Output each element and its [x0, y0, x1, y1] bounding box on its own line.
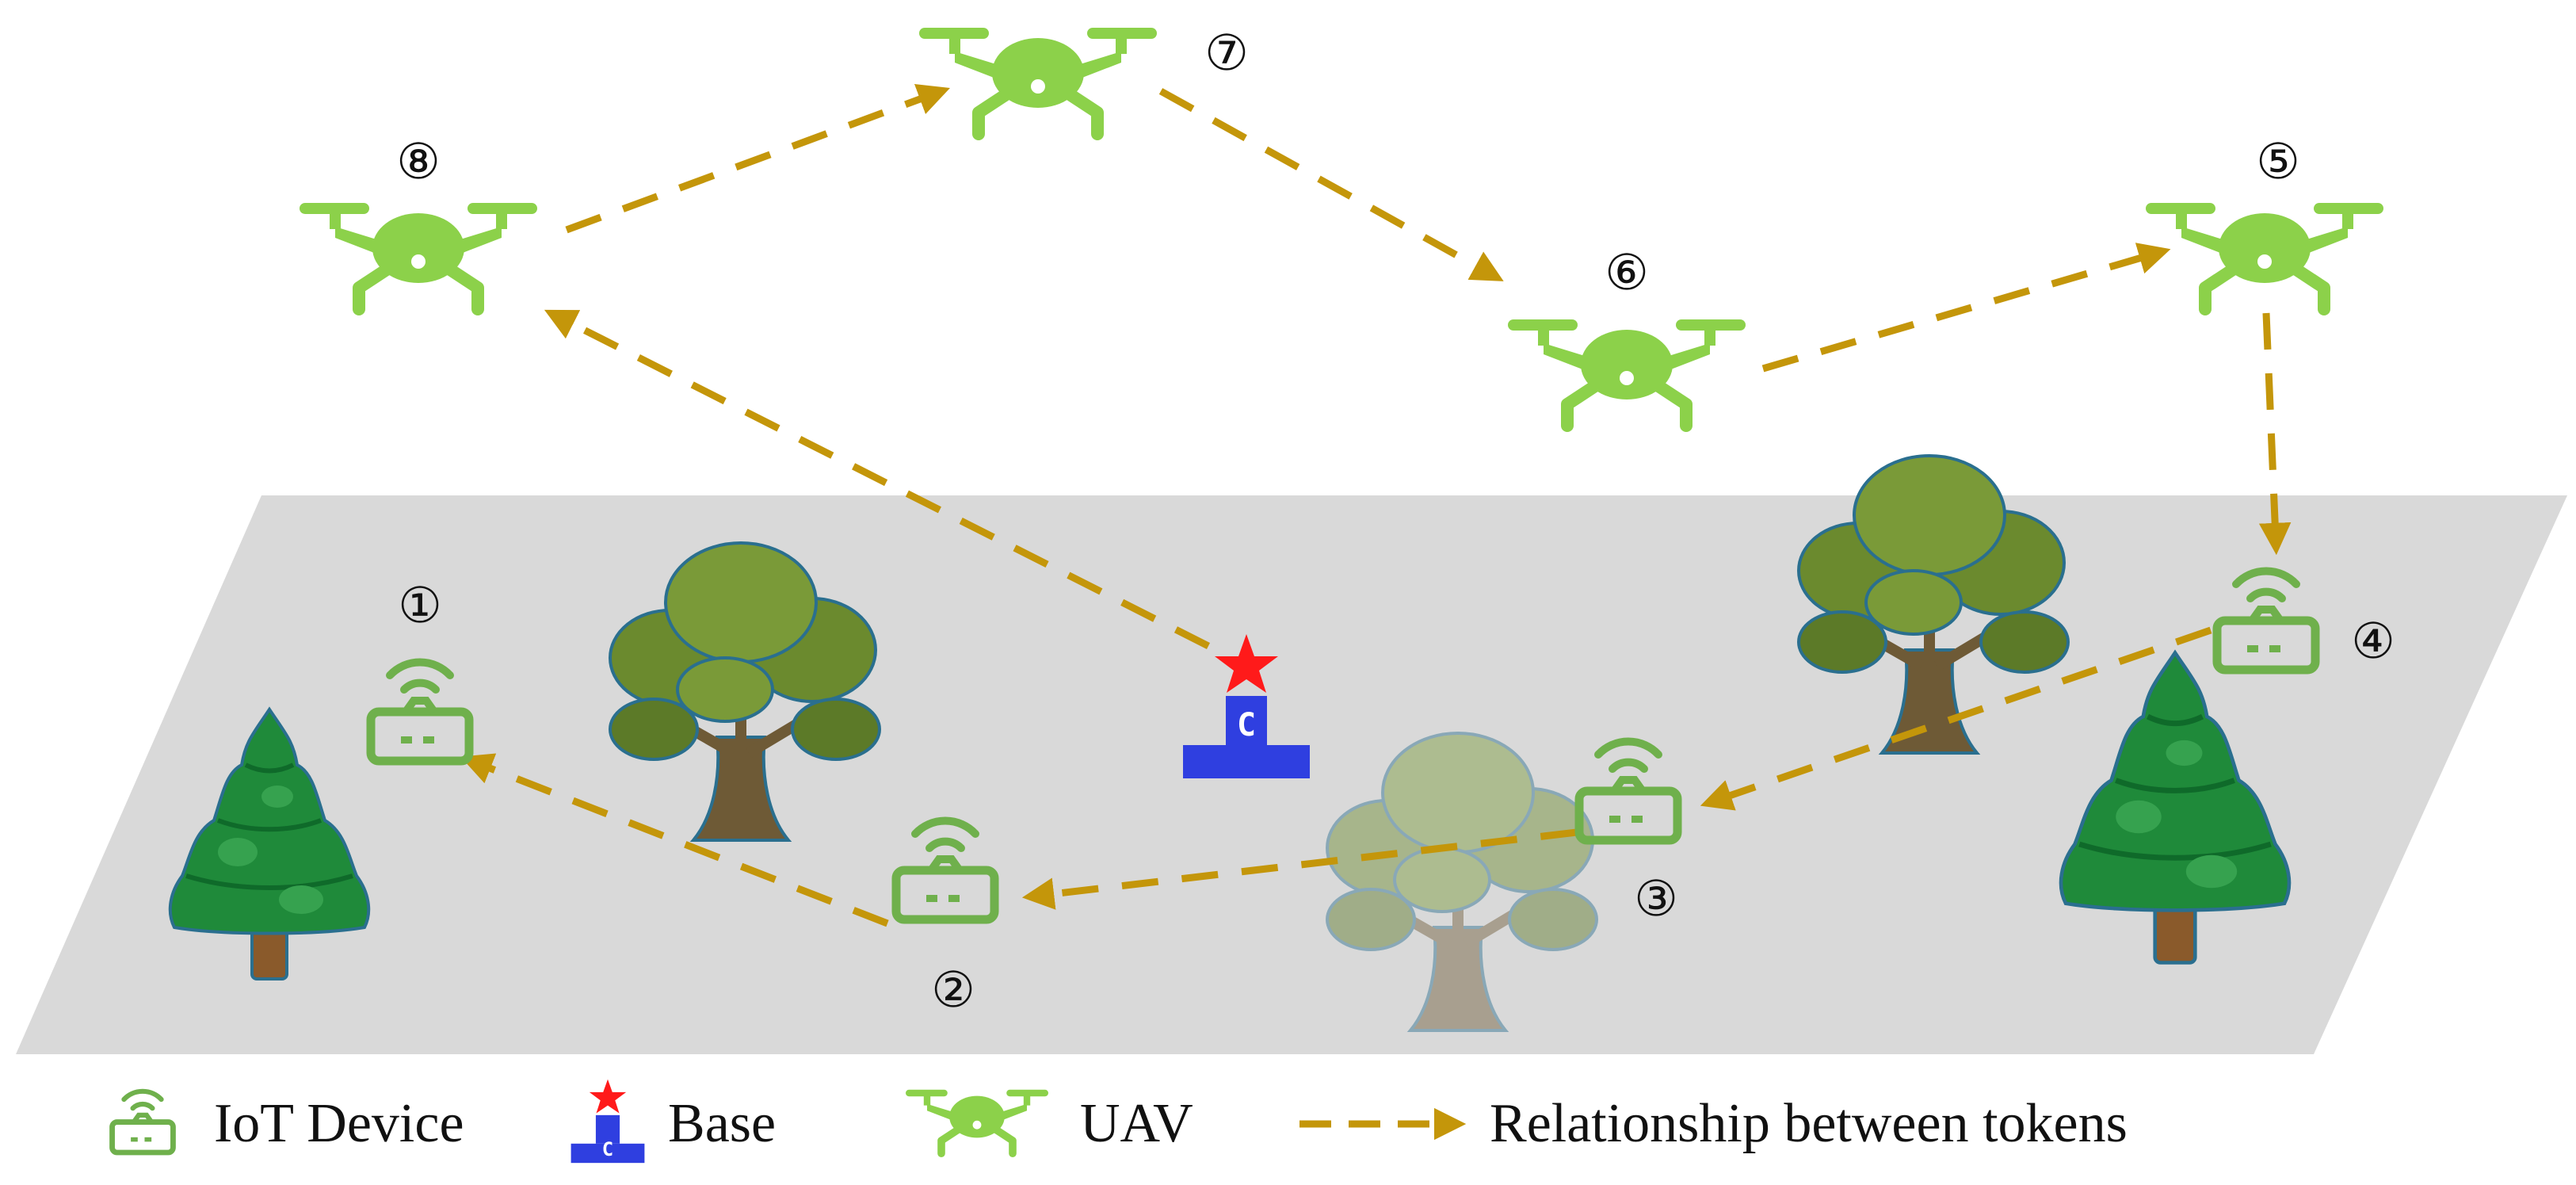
- legend-iot-label: IoT Device: [214, 1093, 464, 1154]
- legend-base-label: Base: [668, 1093, 776, 1154]
- relationship-arrows: [460, 84, 2292, 927]
- uav-5: [2146, 203, 2383, 309]
- base-label: C: [1237, 707, 1256, 743]
- uav-7: [919, 28, 1157, 134]
- arrow-8-to-7: [565, 84, 950, 234]
- uav-6: [1508, 319, 1746, 426]
- legend-relationship-label: Relationship between tokens: [1490, 1093, 2128, 1154]
- arrow-5-to-4: [2258, 312, 2292, 556]
- legend-uav-label: UAV: [1080, 1093, 1193, 1154]
- label-node-1: ①: [398, 576, 442, 634]
- legend-iot-icon: [113, 1091, 174, 1153]
- arrow-base-to-8: [544, 309, 1211, 650]
- label-node-4: ④: [2351, 612, 2395, 670]
- uav-8: [300, 203, 537, 309]
- arrow-3-to-2: [1021, 828, 1578, 910]
- arrow-7-to-6: [1158, 88, 1504, 281]
- legend: IoT Device C Base UAV Relationship betwe…: [113, 1079, 2128, 1164]
- label-node-5: ⑤: [2256, 132, 2300, 190]
- label-node-2: ②: [931, 961, 975, 1019]
- base-station: C: [1183, 634, 1310, 778]
- label-node-8: ⑧: [396, 132, 441, 190]
- arrow-6-to-5: [1761, 243, 2171, 373]
- label-node-6: ⑥: [1605, 243, 1649, 301]
- legend-uav-icon: [906, 1090, 1048, 1153]
- label-node-3: ③: [1634, 870, 1678, 927]
- label-node-7: ⑦: [1204, 24, 1249, 82]
- legend-base-glyph: C: [602, 1138, 613, 1160]
- arrow-4-to-3: [1700, 626, 2212, 811]
- arrow-2-to-1: [460, 753, 889, 927]
